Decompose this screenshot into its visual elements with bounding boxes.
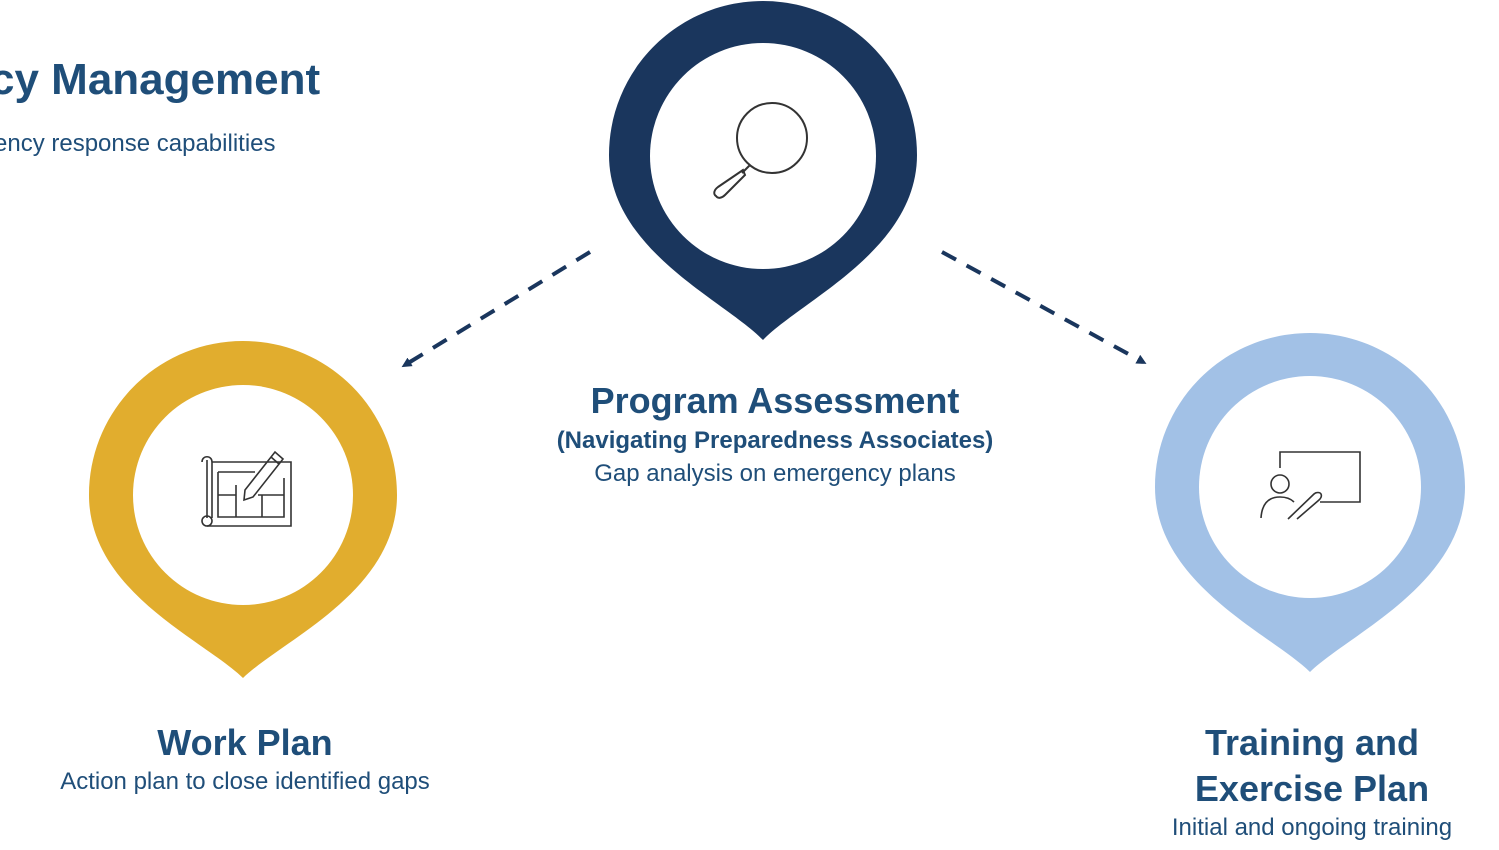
presentation-board-icon — [1260, 451, 1361, 520]
work-plan-description: Action plan to close identified gaps — [60, 768, 430, 795]
connector-to-training — [941, 250, 1147, 364]
program-assessment-pin — [609, 1, 917, 340]
work-plan-label: Work Plan Action plan to close identifie… — [45, 720, 445, 798]
training-title-line1: Training and — [1204, 722, 1419, 763]
training-pin — [1155, 333, 1465, 672]
program-assessment-description: Gap analysis on emergency plans — [594, 460, 956, 487]
program-assessment-label: Program Assessment (Navigating Preparedn… — [455, 378, 1095, 490]
blueprint-icon — [201, 450, 292, 527]
magnifying-glass-icon — [713, 102, 808, 199]
training-label: Training and Exercise Plan Initial and o… — [1112, 720, 1499, 844]
page-title: cy Management — [0, 55, 321, 104]
page-subtitle: ency response capabilities — [0, 130, 276, 157]
training-title-line2: Exercise Plan — [1194, 768, 1430, 809]
work-plan-pin — [89, 341, 397, 678]
program-assessment-title: Program Assessment — [590, 380, 960, 421]
program-assessment-subtitle: (Navigating Preparedness Associates) — [556, 427, 994, 454]
training-description: Initial and ongoing training — [1171, 814, 1453, 841]
work-plan-title: Work Plan — [157, 722, 333, 763]
connector-to-work-plan — [401, 250, 592, 368]
